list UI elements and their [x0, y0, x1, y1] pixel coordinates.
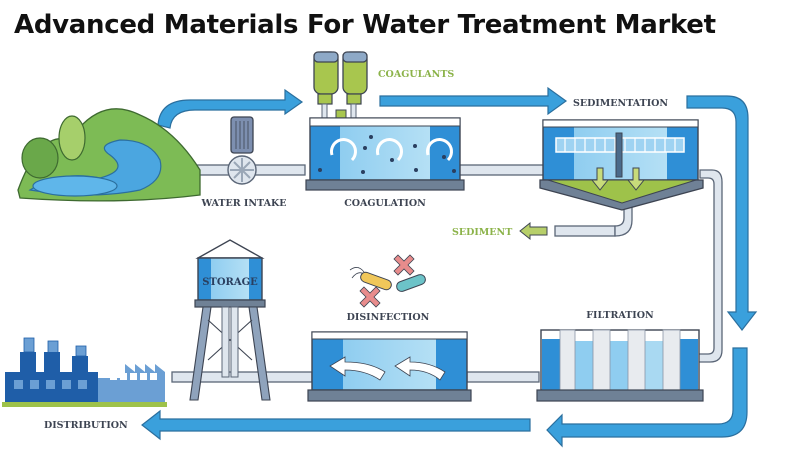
flow-arrow-coagulation-to-sedimentation: [379, 86, 568, 116]
pipe-sed-to-filt: [697, 169, 723, 363]
distribution-factory: DISTRIBUTION: [2, 337, 167, 431]
label-filtration: FILTRATION: [586, 310, 654, 321]
pump-motor-icon: [230, 116, 254, 154]
settling-arrow-icon: [626, 167, 646, 191]
label-sediment: SEDIMENT: [452, 227, 512, 238]
lake-icon: [32, 175, 118, 197]
label-storage: STORAGE: [202, 277, 258, 288]
sediment-arrow-icon: [519, 221, 548, 241]
flow-arrow-icon: [329, 356, 386, 381]
coagulant-bottle-icon: [342, 51, 368, 127]
bacteria-icons: [349, 254, 426, 308]
label-sedimentation: SEDIMENTATION: [573, 98, 668, 109]
flow-arrow-sedimentation-to-filtration: [686, 95, 758, 331]
tower-legs: [189, 306, 271, 401]
particles-icon: [318, 135, 456, 174]
label-disinfection: DISINFECTION: [347, 312, 430, 323]
coagulation-tank: COAGULATION: [305, 117, 465, 209]
coagulant-bottle-icon: [313, 51, 339, 127]
pipe-sediment-out: [554, 225, 616, 237]
coagulant-dispensers: COAGULANTS: [313, 51, 454, 144]
flow-arrow-to-distribution: [141, 409, 531, 441]
sediment-outlet: SEDIMENT: [452, 221, 548, 241]
mixing-arrows-icon: [330, 138, 453, 162]
tree-icon: [21, 137, 59, 179]
label-coagulants: COAGULANTS: [378, 69, 454, 80]
cross-icon: [393, 254, 415, 276]
pipe-filt-to-disinf: [466, 371, 540, 383]
pipe-coag-to-sed: [454, 164, 546, 176]
flow-arrow-filtration-return: [546, 347, 748, 448]
flow-arrow-intake-to-coagulation: [157, 88, 304, 129]
label-coagulation: COAGULATION: [344, 198, 426, 209]
settling-arrow-icon: [590, 167, 610, 191]
disinfection-tank: DISINFECTION: [307, 254, 472, 402]
water-source-landscape: [17, 108, 201, 202]
cross-icon: [359, 286, 381, 308]
water-intake-pump: WATER INTAKE: [201, 116, 287, 209]
sedimentation-tank: SEDIMENTATION: [539, 98, 704, 211]
label-distribution: DISTRIBUTION: [44, 420, 128, 431]
flow-arrow-icon: [394, 356, 446, 381]
storage-tower: STORAGE: [189, 239, 271, 401]
filtration-tank: FILTRATION: [536, 310, 704, 402]
filter-cartridge-icon: [559, 329, 681, 391]
tree-icon: [58, 115, 86, 161]
page-title: Advanced Materials For Water Treatment M…: [14, 10, 716, 40]
label-water-intake: WATER INTAKE: [201, 198, 287, 209]
